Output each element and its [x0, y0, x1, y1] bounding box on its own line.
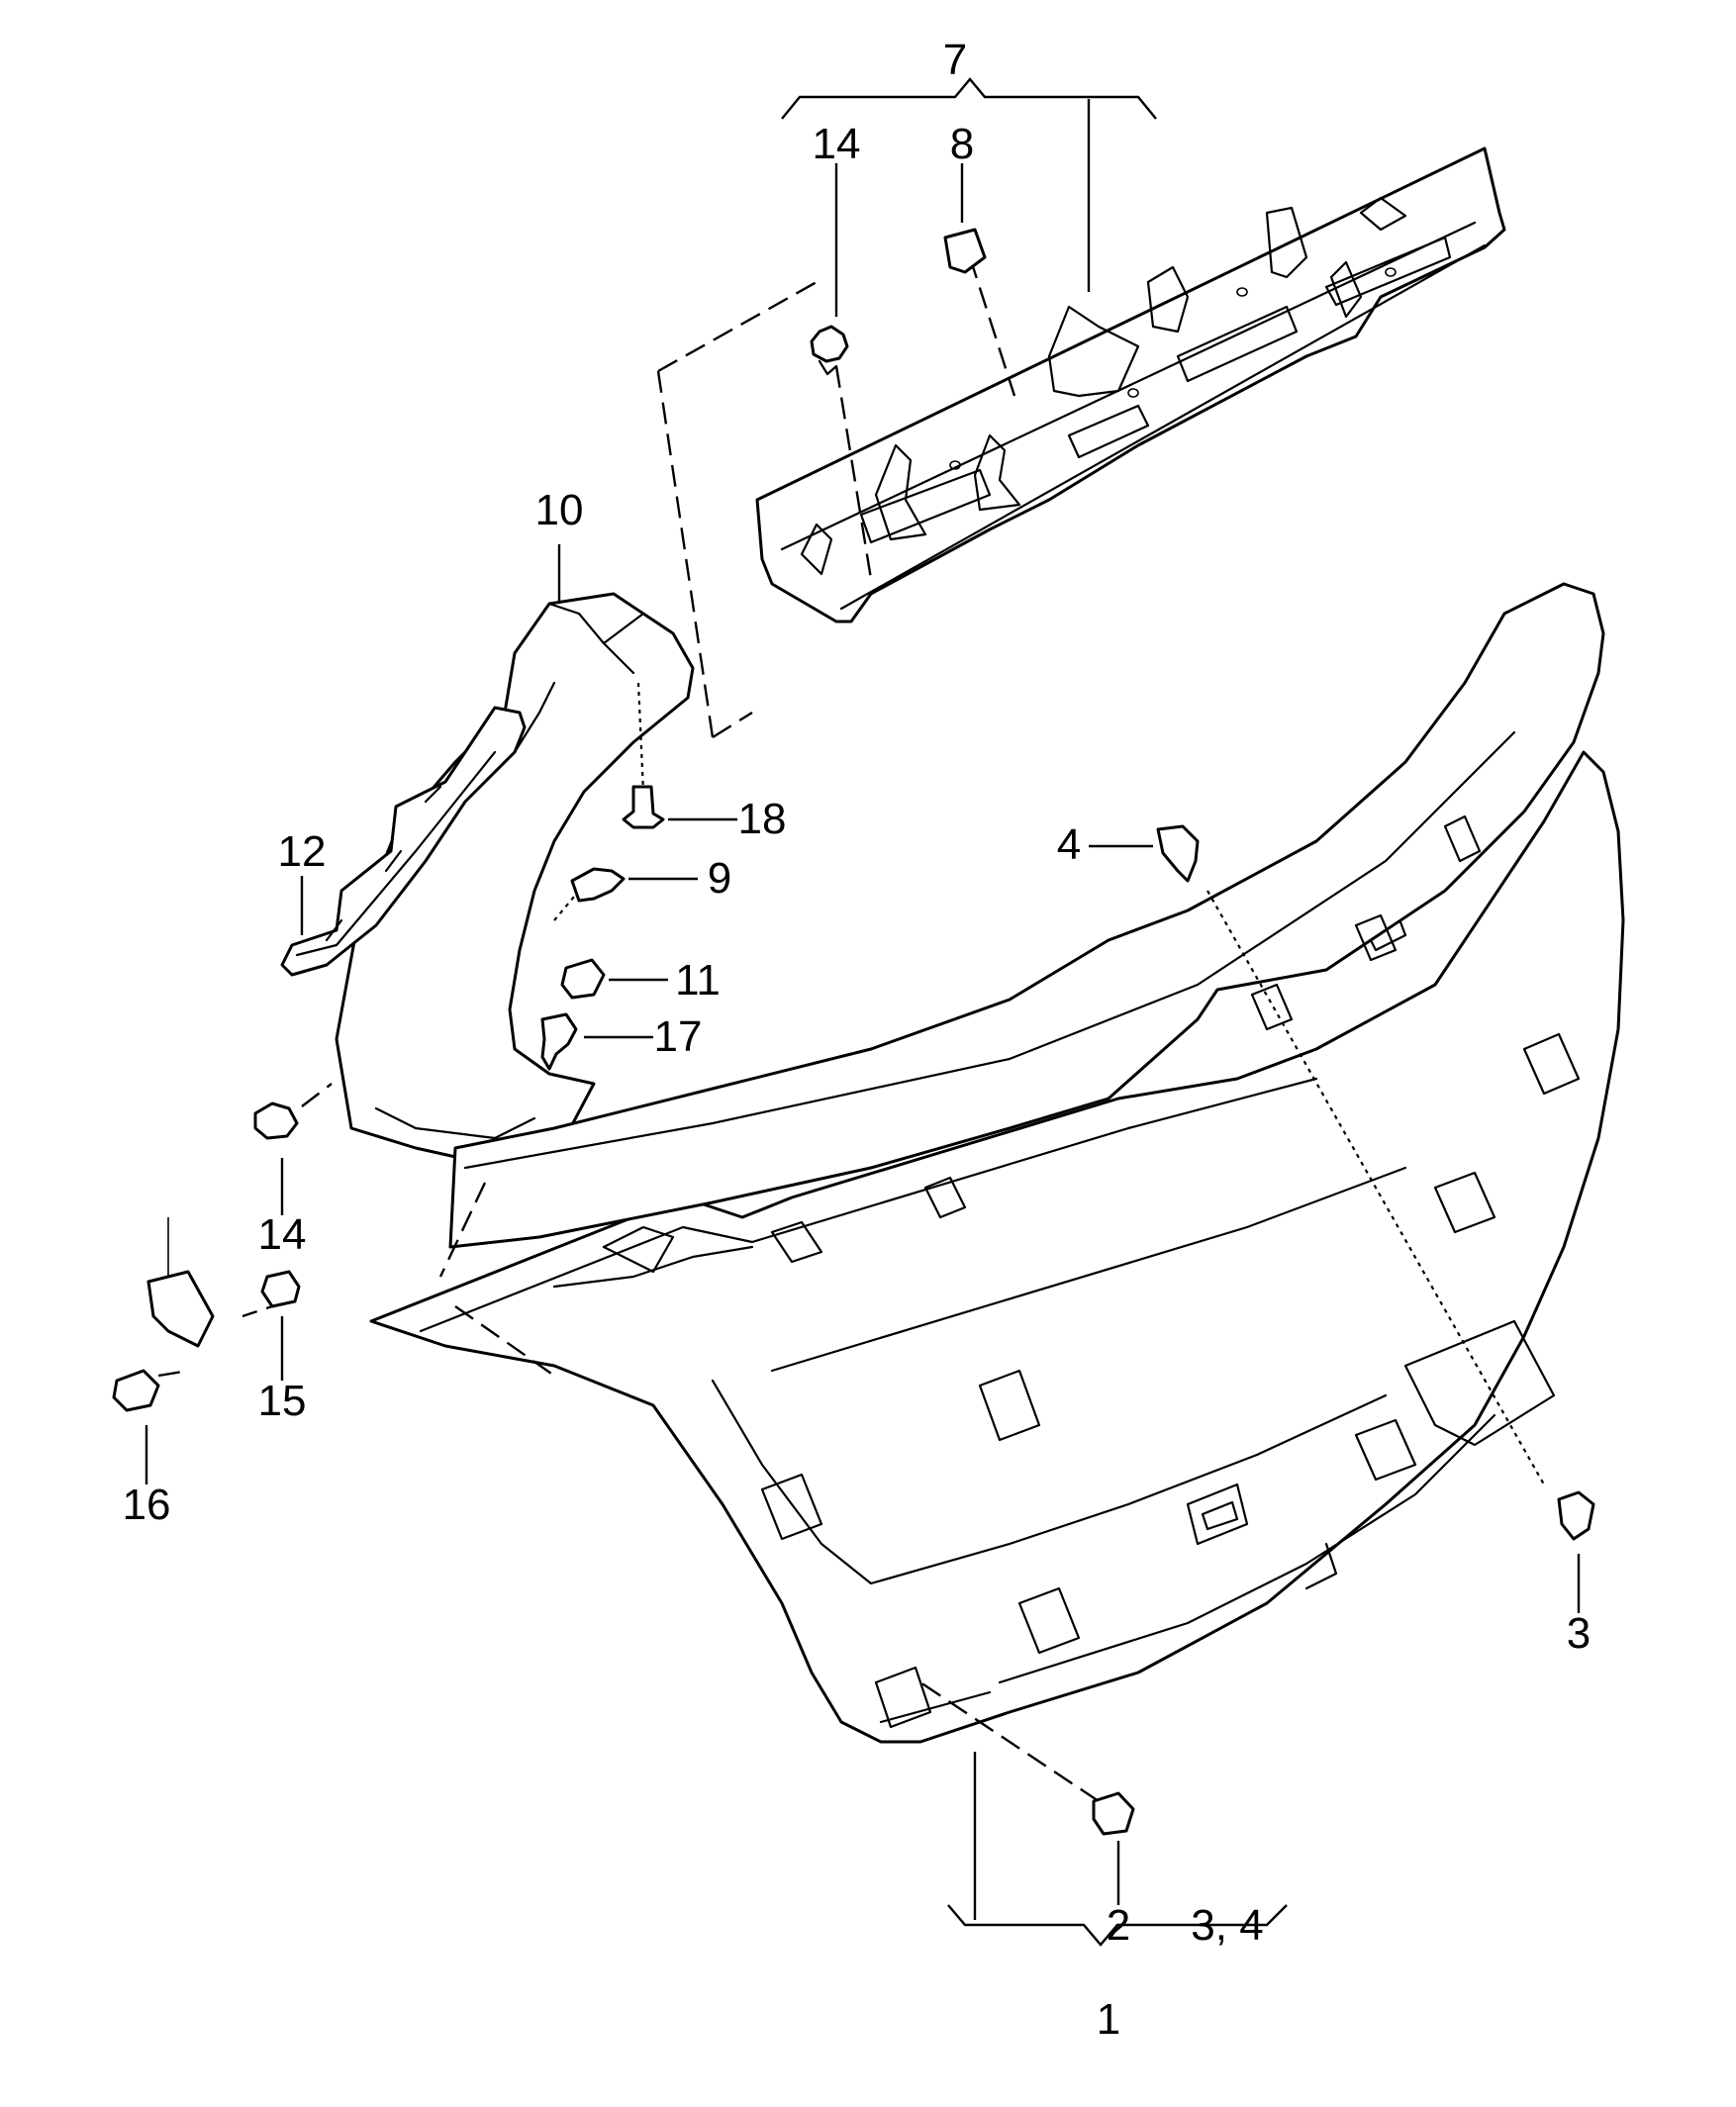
leader-lines: [145, 77, 1581, 1947]
screw-15: [260, 1270, 301, 1308]
tailgate-trim-panel: [369, 750, 1625, 1744]
callout-2: 2: [1107, 1901, 1130, 1950]
fasteners: [112, 228, 1595, 1836]
callout-4: 4: [1057, 820, 1081, 869]
clip-2: [1092, 1791, 1135, 1836]
callout-14-left: 14: [258, 1210, 307, 1259]
screw-17: [540, 1012, 578, 1071]
push-pin-9: [570, 867, 626, 903]
clip-16: [112, 1369, 160, 1412]
callout-10: 10: [535, 486, 584, 534]
callout-14-top: 14: [813, 120, 861, 168]
callout-3: 3: [1567, 1609, 1591, 1658]
clip-8: [943, 228, 987, 274]
expanding-clip-top: [810, 325, 849, 363]
side-bracket: [280, 706, 527, 977]
callout-3-4: 3, 4: [1191, 1901, 1263, 1950]
nut-11: [560, 958, 606, 1000]
callout-7: 7: [943, 36, 967, 84]
callout-9: 9: [708, 854, 731, 903]
callout-16: 16: [123, 1481, 171, 1529]
callout-17: 17: [654, 1012, 703, 1061]
callout-1: 1: [1097, 1995, 1120, 2044]
pillar-trim: [335, 592, 695, 1170]
bolt-18: [622, 785, 665, 829]
callout-12: 12: [278, 827, 327, 876]
small-bracket: [146, 1270, 215, 1348]
upper-arch-panel: [448, 582, 1605, 1289]
clip-3: [1557, 1490, 1595, 1541]
callout-11: 11: [675, 956, 721, 1005]
callout-15: 15: [258, 1377, 307, 1425]
expanding-clip-left: [253, 1101, 299, 1140]
callout-8: 8: [950, 120, 974, 168]
screw-4: [1156, 824, 1200, 883]
callout-18: 18: [738, 795, 787, 843]
upper-trim-rail: [755, 146, 1506, 623]
callout-labels: 7 14 8 10 18 12 4 9 11 17 14 15 16 3 2 3…: [123, 36, 1591, 2044]
